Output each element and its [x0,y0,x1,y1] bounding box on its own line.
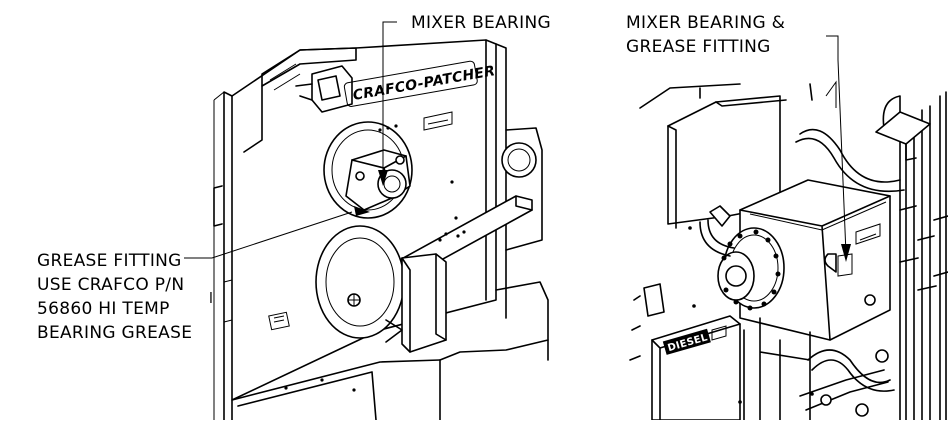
platform-step [439,281,549,361]
grease-fitting [354,206,370,216]
support-stand [759,317,811,421]
callout-grease-fitting-line3: 56860 HI TEMP [37,299,170,319]
panel-decal [268,311,290,331]
upper-bearing-housing [323,121,413,219]
bearing-decal [855,223,881,245]
right-machine-view: DIESEL [629,80,948,421]
callout-grease-fitting-line1: GREASE FITTING [37,251,182,271]
hose-valve [709,205,731,227]
lower-mixer-housing [315,225,447,353]
leader-mixer-bearing-fitting [826,35,847,255]
side-hatch [643,283,665,317]
hydraulic-hose-1 [699,221,731,257]
callout-mixer-bearing-fitting-line2: GREASE FITTING [626,37,771,57]
rear-post [485,39,507,319]
left-machine-view: CRAFCO-PATCHER [209,39,549,421]
round-port [501,142,537,178]
vertical-pipe-1 [905,119,915,421]
leader-grease-fitting [184,211,353,259]
top-sign-holder [875,111,931,145]
callout-mixer-bearing: MIXER BEARING [411,13,551,33]
diesel-tank [651,315,741,421]
svg-text:l: l [209,291,213,307]
rivets-left [284,124,466,392]
vertical-pipe-3 [939,91,947,421]
brand-badge: CRAFCO-PATCHER [343,60,497,107]
pipe-clamps [899,205,948,291]
left-panel-edge [223,91,233,421]
hydraulic-hose-2 [799,128,901,183]
callout-mixer-bearing-fitting-line1: MIXER BEARING & [626,13,785,33]
leader-mixer-bearing [382,21,397,176]
vertical-pipe-2 [921,105,931,421]
decal-arrow [423,111,453,131]
hydraulic-hose-3 [807,349,891,384]
callout-grease-fitting-line2: USE CRAFCO P/N [37,275,184,295]
lower-panel [237,371,377,421]
coupling-gear [717,227,785,311]
callout-grease-fitting-line4: BEARING GREASE [37,323,192,343]
